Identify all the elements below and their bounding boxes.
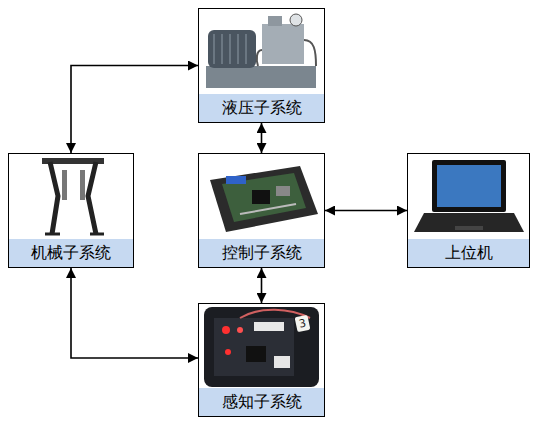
bidirectional-arrow <box>71 268 198 358</box>
laptop-picture <box>414 160 524 232</box>
sensor-board-picture-part <box>246 346 266 362</box>
controller-board-picture-part <box>240 204 296 214</box>
sensor-board-picture-part <box>225 349 231 355</box>
host-pc-box: 上位机 <box>407 153 530 268</box>
hydraulic-unit-picture-part <box>208 30 256 68</box>
controller-board-picture-part <box>276 186 290 196</box>
hydraulic-unit-picture-part <box>221 34 223 64</box>
laptop-picture-part <box>437 165 501 207</box>
controller-board-picture-part <box>210 166 318 232</box>
bidirectional-arrow <box>325 210 407 212</box>
hydraulic-unit-picture-part <box>257 50 262 66</box>
hydraulic-unit-picture-part <box>245 34 247 64</box>
mechanical-legs-picture-part <box>50 162 58 234</box>
sensor-board-picture-part <box>274 356 290 368</box>
bidirectional-arrow <box>261 268 263 303</box>
hydraulic-unit-picture-part <box>268 16 282 26</box>
box-label: 控制子系统 <box>201 243 322 263</box>
box-label: 上位机 <box>410 243 527 263</box>
sensor-board-picture-part <box>214 318 294 376</box>
hydraulic-unit-picture-part <box>206 66 316 88</box>
box-label: 液压子系统 <box>201 98 322 118</box>
caption-bar: 控制子系统 <box>199 239 324 267</box>
control-box: 控制子系统 <box>198 153 325 268</box>
sensor-board-picture-part <box>237 327 243 333</box>
board-number: 3 <box>295 315 311 332</box>
mechanical-legs-picture-part <box>62 170 67 200</box>
hydraulic-box: 液压子系统 <box>198 8 325 123</box>
caption-bar: 上位机 <box>408 239 529 267</box>
controller-board-picture-part <box>252 190 270 204</box>
bidirectional-arrow <box>261 123 263 153</box>
hydraulic-unit-picture-part <box>229 34 231 64</box>
mechanical-legs-picture-part <box>90 233 104 236</box>
laptop-picture-part <box>432 160 506 212</box>
caption-bar: 液压子系统 <box>199 94 324 122</box>
box-label: 机械子系统 <box>11 243 131 263</box>
sensor-board-picture-part <box>222 326 230 334</box>
hydraulic-unit-picture-part <box>290 14 302 26</box>
controller-board-picture <box>210 166 318 232</box>
mechanical-legs-picture-part <box>45 233 60 236</box>
hydraulic-unit-picture-part <box>262 24 304 64</box>
sensor-board-picture <box>204 307 319 387</box>
mechanical-legs-picture-part <box>88 162 96 234</box>
hydraulic-unit-picture-part <box>237 34 239 64</box>
mechanical-legs-picture <box>42 158 104 234</box>
caption-bar: 机械子系统 <box>9 239 133 267</box>
controller-board-picture-part <box>226 176 246 184</box>
mechanical-box: 机械子系统 <box>8 153 134 268</box>
bidirectional-arrow <box>71 66 198 154</box>
hydraulic-unit-picture-part <box>304 40 316 66</box>
sensor-board-picture-part <box>204 307 319 387</box>
laptop-picture-part <box>414 213 524 232</box>
controller-board-picture-part <box>222 173 306 222</box>
caption-bar: 感知子系统 <box>199 388 324 416</box>
sensor-board-picture-part <box>254 322 284 331</box>
mechanical-legs-picture-part <box>80 170 85 200</box>
laptop-picture-part <box>455 226 483 230</box>
hydraulic-unit-picture <box>206 14 316 88</box>
hydraulic-unit-picture-part <box>213 34 215 64</box>
box-label: 感知子系统 <box>201 392 322 412</box>
